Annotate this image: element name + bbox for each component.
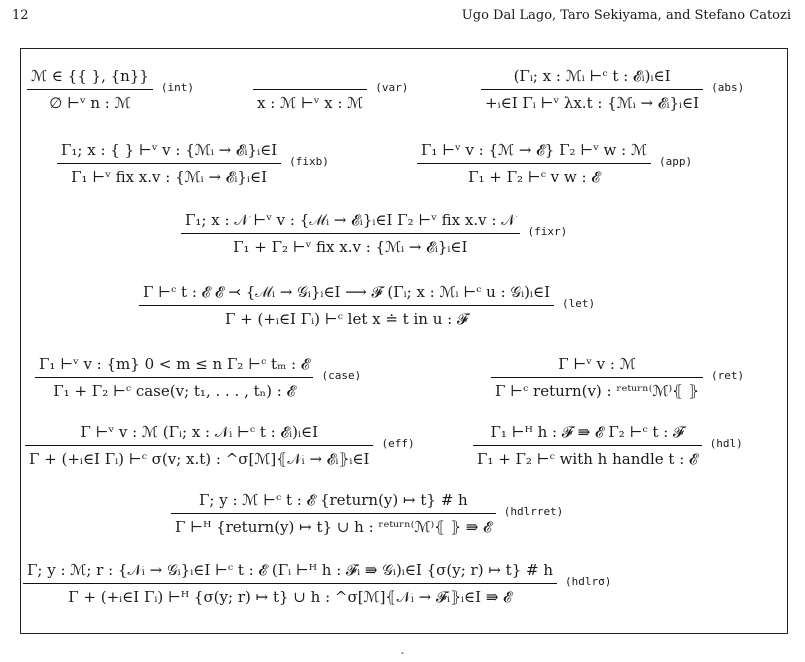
rule-app-name: (app) [659, 155, 693, 168]
rule-case-name: (case) [321, 369, 362, 382]
rule-eff-name: (eff) [381, 437, 415, 450]
page-number: 12 [12, 8, 29, 23]
rule-hdl-premise: Γ₁ ⊢ᴴ h : 𝓕 ⇛ 𝓔 Γ₂ ⊢ᶜ t : 𝓕 [490, 423, 685, 441]
rule-int-premise: ℳ ∈ {{ }, {n}} [31, 67, 149, 85]
page-footer-mark: - [400, 646, 405, 659]
rule-abs-name: (abs) [711, 81, 745, 94]
rule-hdl-conclusion: Γ₁ + Γ₂ ⊢ᶜ with h handle t : 𝓔 [477, 450, 698, 468]
running-header-authors: Ugo Dal Lago, Taro Sekiyama, and Stefano… [461, 8, 791, 23]
rule-int-conclusion: ∅ ⊢ᵛ n : ℳ [49, 94, 131, 112]
rule-hdlr-sigma-premise: Γ; y : ℳ; r : {𝒩ᵢ → 𝒢ᵢ}ᵢ∈I ⊢ᶜ t : 𝓔 (Γᵢ … [27, 561, 553, 579]
rule-hdl: Γ₁ ⊢ᴴ h : 𝓕 ⇛ 𝓔 Γ₂ ⊢ᶜ t : 𝓕 Γ₁ + Γ₂ ⊢ᶜ w… [473, 423, 743, 468]
rule-fixr-premise: Γ₁; x : 𝒩 ⊢ᵛ v : {ℳᵢ → 𝓔ᵢ}ᵢ∈I Γ₂ ⊢ᵛ fix … [185, 211, 516, 229]
rule-fixb-name: (fixb) [289, 155, 329, 168]
rule-hdlr-sigma-name: (hdlrσ) [565, 575, 612, 588]
rule-ret: Γ ⊢ᵛ v : ℳ Γ ⊢ᶜ return(v) : ʳᵉᵗᵘʳⁿ⁽ℳ⁾⦃ ⦄… [491, 355, 744, 400]
rule-var-conclusion: x : ℳ ⊢ᵛ x : ℳ [257, 94, 364, 112]
rule-ret-name: (ret) [710, 369, 745, 382]
rule-fixb: Γ₁; x : { } ⊢ᵛ v : {ℳᵢ → 𝓔ᵢ}ᵢ∈I Γ₁ ⊢ᵛ fi… [57, 141, 329, 186]
rule-ret-premise: Γ ⊢ᵛ v : ℳ [558, 355, 636, 373]
rule-fixr-conclusion: Γ₁ + Γ₂ ⊢ᵛ fix x.v : {ℳᵢ → 𝓔ᵢ}ᵢ∈I [233, 238, 468, 256]
rule-abs: (Γᵢ; x : ℳᵢ ⊢ᶜ t : 𝓔ᵢ)ᵢ∈I +ᵢ∈I Γᵢ ⊢ᵛ λx.… [481, 67, 744, 112]
rule-hdlr-ret-name: (hdlrret) [503, 505, 564, 518]
rule-hdlr-ret-conclusion: Γ ⊢ᴴ {return(y) ↦ t} ∪ h : ʳᵉᵗᵘʳⁿ⁽ℳ⁾⦃ ⦄ … [175, 518, 492, 536]
typing-rules-figure: ℳ ∈ {{ }, {n}} ∅ ⊢ᵛ n : ℳ (int) x : ℳ ⊢ᵛ… [20, 48, 788, 634]
rule-let-name: (let) [562, 297, 596, 310]
rule-abs-premise: (Γᵢ; x : ℳᵢ ⊢ᶜ t : 𝓔ᵢ)ᵢ∈I [513, 67, 671, 85]
rule-fixr-name: (fixr) [527, 225, 568, 238]
rule-eff-premise: Γ ⊢ᵛ v : ℳ (Γᵢ; x : 𝒩ᵢ ⊢ᶜ t : 𝓔ᵢ)ᵢ∈I [80, 423, 319, 441]
rule-int: ℳ ∈ {{ }, {n}} ∅ ⊢ᵛ n : ℳ (int) [27, 67, 194, 112]
rule-fixb-conclusion: Γ₁ ⊢ᵛ fix x.v : {ℳᵢ → 𝓔ᵢ}ᵢ∈I [71, 168, 268, 186]
rule-int-name: (int) [160, 81, 195, 94]
rule-eff-conclusion: Γ + (+ᵢ∈I Γᵢ) ⊢ᶜ σ(v; x.t) : ^σ[ℳ]⦃𝒩ᵢ → … [29, 450, 370, 468]
rule-ret-conclusion: Γ ⊢ᶜ return(v) : ʳᵉᵗᵘʳⁿ⁽ℳ⁾⦃ ⦄ [495, 382, 699, 400]
rule-var-name: (var) [375, 81, 409, 94]
rule-fixr: Γ₁; x : 𝒩 ⊢ᵛ v : {ℳᵢ → 𝓔ᵢ}ᵢ∈I Γ₂ ⊢ᵛ fix … [181, 211, 567, 256]
rule-hdlr-sigma-conclusion: Γ + (+ᵢ∈I Γᵢ) ⊢ᴴ {σ(y; r) ↦ t} ∪ h : ^σ[… [68, 588, 512, 606]
rule-eff: Γ ⊢ᵛ v : ℳ (Γᵢ; x : 𝒩ᵢ ⊢ᶜ t : 𝓔ᵢ)ᵢ∈I Γ +… [25, 423, 415, 468]
rule-hdlr-ret: Γ; y : ℳ ⊢ᶜ t : 𝓔 {return(y) ↦ t} # h Γ … [171, 491, 563, 536]
rule-case: Γ₁ ⊢ᵛ v : {m} 0 < m ≤ n Γ₂ ⊢ᶜ tₘ : 𝓔 Γ₁ … [35, 355, 361, 400]
rule-app: Γ₁ ⊢ᵛ v : {ℳ → 𝓔} Γ₂ ⊢ᵛ w : ℳ Γ₁ + Γ₂ ⊢ᶜ… [417, 141, 692, 186]
rule-app-conclusion: Γ₁ + Γ₂ ⊢ᶜ v w : 𝓔 [468, 168, 600, 186]
rule-hdlr-ret-premise: Γ; y : ℳ ⊢ᶜ t : 𝓔 {return(y) ↦ t} # h [199, 491, 468, 509]
rule-var: x : ℳ ⊢ᵛ x : ℳ (var) [253, 67, 408, 112]
rule-case-premise: Γ₁ ⊢ᵛ v : {m} 0 < m ≤ n Γ₂ ⊢ᶜ tₘ : 𝓔 [39, 355, 310, 373]
rule-case-conclusion: Γ₁ + Γ₂ ⊢ᶜ case(v; t₁, . . . , tₙ) : 𝓔 [53, 382, 296, 400]
rule-let: Γ ⊢ᶜ t : 𝓔 𝓔 ⤙ {ℳᵢ → 𝒢ᵢ}ᵢ∈I ⟶ 𝓕 (Γᵢ; x :… [139, 283, 595, 328]
rule-fixb-premise: Γ₁; x : { } ⊢ᵛ v : {ℳᵢ → 𝓔ᵢ}ᵢ∈I [61, 141, 278, 159]
rule-app-premise: Γ₁ ⊢ᵛ v : {ℳ → 𝓔} Γ₂ ⊢ᵛ w : ℳ [421, 141, 648, 159]
rule-var-premise [304, 67, 317, 89]
rule-let-premise: Γ ⊢ᶜ t : 𝓔 𝓔 ⤙ {ℳᵢ → 𝒢ᵢ}ᵢ∈I ⟶ 𝓕 (Γᵢ; x :… [143, 283, 551, 301]
rule-hdl-name: (hdl) [709, 437, 743, 450]
rule-hdlr-sigma: Γ; y : ℳ; r : {𝒩ᵢ → 𝒢ᵢ}ᵢ∈I ⊢ᶜ t : 𝓔 (Γᵢ … [23, 561, 611, 606]
rule-let-conclusion: Γ + (+ᵢ∈I Γᵢ) ⊢ᶜ let x ≐ t in u : 𝓕 [225, 310, 469, 328]
rule-abs-conclusion: +ᵢ∈I Γᵢ ⊢ᵛ λx.t : {ℳᵢ → 𝓔ᵢ}ᵢ∈I [485, 94, 700, 112]
